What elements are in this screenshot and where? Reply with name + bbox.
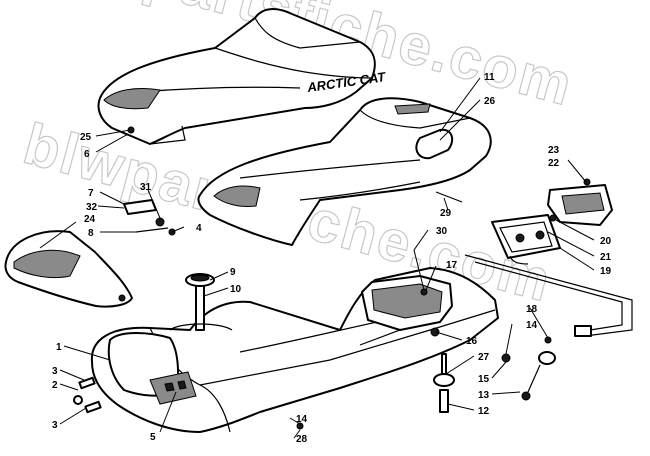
callout-24: 24 (84, 214, 96, 225)
callout-18: 18 (526, 304, 538, 315)
callout-29: 29 (440, 208, 452, 219)
leader-lines (39, 77, 595, 439)
callout-16: 16 (466, 336, 478, 347)
callout-14-bottom: 14 (296, 414, 308, 425)
callout-27: 27 (478, 352, 490, 363)
callout-3-upper: 3 (52, 366, 58, 377)
callout-15: 15 (478, 374, 490, 385)
callout-13: 13 (478, 390, 490, 401)
callout-1: 1 (56, 342, 62, 353)
callout-4: 4 (196, 223, 202, 234)
callout-26: 26 (484, 96, 496, 107)
callout-11: 11 (484, 72, 495, 83)
callout-32: 32 (86, 202, 98, 213)
callout-21: 21 (600, 252, 612, 263)
callout-17: 17 (446, 260, 458, 271)
callout-7: 7 (88, 188, 94, 199)
callout-22: 22 (548, 158, 560, 169)
taillight-assembly (464, 184, 633, 337)
callout-25: 25 (80, 132, 92, 143)
callout-12: 12 (478, 406, 490, 417)
callout-19: 19 (600, 266, 612, 277)
callout-31: 31 (140, 182, 152, 193)
callout-3-lower: 3 (52, 420, 58, 431)
callout-9: 9 (230, 267, 236, 278)
callout-2: 2 (52, 380, 58, 391)
callout-5: 5 (150, 432, 156, 443)
callout-28: 28 (296, 434, 308, 445)
callout-20: 20 (600, 236, 612, 247)
callout-6: 6 (84, 149, 90, 160)
callout-30: 30 (436, 226, 448, 237)
callout-8: 8 (88, 228, 94, 239)
side-panel (4, 230, 133, 308)
callout-10: 10 (230, 284, 242, 295)
tank-frame-assembly (90, 267, 499, 433)
callout-23: 23 (548, 145, 560, 156)
callout-labels: 1 2 3 3 4 5 6 7 8 9 10 11 12 13 14 14 15… (52, 72, 612, 445)
callout-14-right: 14 (526, 320, 538, 331)
